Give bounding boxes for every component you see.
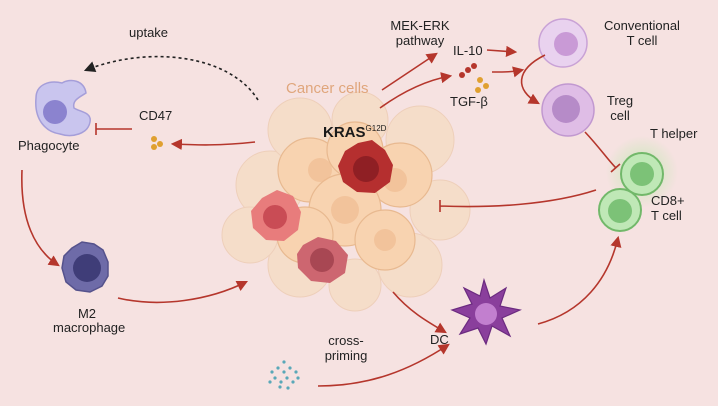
dc-label: DC (430, 332, 449, 347)
arrow-uptake (83, 55, 259, 101)
arrow-tumor-to-cytokines (379, 72, 453, 109)
conventional-t-cell-label-line1: Conventional (604, 18, 680, 33)
arrow-tumor-to-dc (392, 291, 447, 334)
pink-cancer-cell (251, 190, 301, 241)
dendritic-cell (450, 277, 522, 346)
arrow-antigen-to-dc (317, 343, 450, 387)
uptake-label: uptake (129, 25, 169, 40)
arrow-tgfb-to-conventional (491, 66, 525, 78)
kras-label: KRASG12D (323, 124, 387, 141)
treg-label-line1: Treg (606, 93, 634, 108)
conventional-t-cell (538, 18, 588, 68)
arrow-phagocyte-to-m2 (21, 169, 60, 267)
treg-label-line2: cell (610, 108, 630, 123)
phagocyte-label: Phagocyte (18, 138, 80, 153)
arrow-conventional-to-treg (520, 54, 546, 105)
m2-macrophage-cell (61, 241, 109, 293)
arrow-tumor-to-mek-erk (381, 52, 438, 91)
cross-priming-label-line2: priming (324, 348, 368, 363)
kras-mutant-cell (338, 140, 393, 193)
arrow-m2-to-tumor (117, 280, 249, 304)
tgfb-label: TGF-β (450, 94, 488, 109)
cd8-t-cell (598, 188, 642, 232)
t-helper-label: T helper (650, 126, 698, 141)
antigen-particles (268, 360, 300, 390)
conventional-t-cell-label-line2: T cell (626, 33, 658, 48)
cd8-label-line2: T cell (651, 208, 682, 223)
il10-tgfb-molecules (459, 63, 489, 93)
tumor-cluster (221, 91, 471, 312)
inhibit-t-cells-tumor (439, 189, 597, 212)
phagocyte-cell (35, 79, 91, 137)
treg-cell (541, 83, 595, 137)
arrow-il10-to-conventional (486, 45, 518, 57)
arrow-dc-to-cd8 (537, 235, 622, 325)
il10-label: IL-10 (453, 43, 483, 58)
inhibit-cd47-phagocyte (95, 123, 132, 135)
cd47-molecules (151, 136, 163, 150)
rose-cancer-cell (297, 237, 348, 283)
cross-priming-label-line1: cross- (328, 333, 364, 348)
macrophage-label: macrophage (53, 320, 126, 335)
inhibit-treg-t-helper (584, 131, 621, 173)
cd47-label: CD47 (139, 108, 173, 123)
cd8-label-line1: CD8+ (651, 193, 685, 208)
mek-erk-label-line1: MEK-ERK (390, 18, 450, 33)
m2-label: M2 (77, 306, 97, 321)
arrow-tumor-to-cd47 (170, 138, 256, 151)
mek-erk-label-line2: pathway (395, 33, 445, 48)
cancer-cells-label: Cancer cells (286, 80, 369, 97)
